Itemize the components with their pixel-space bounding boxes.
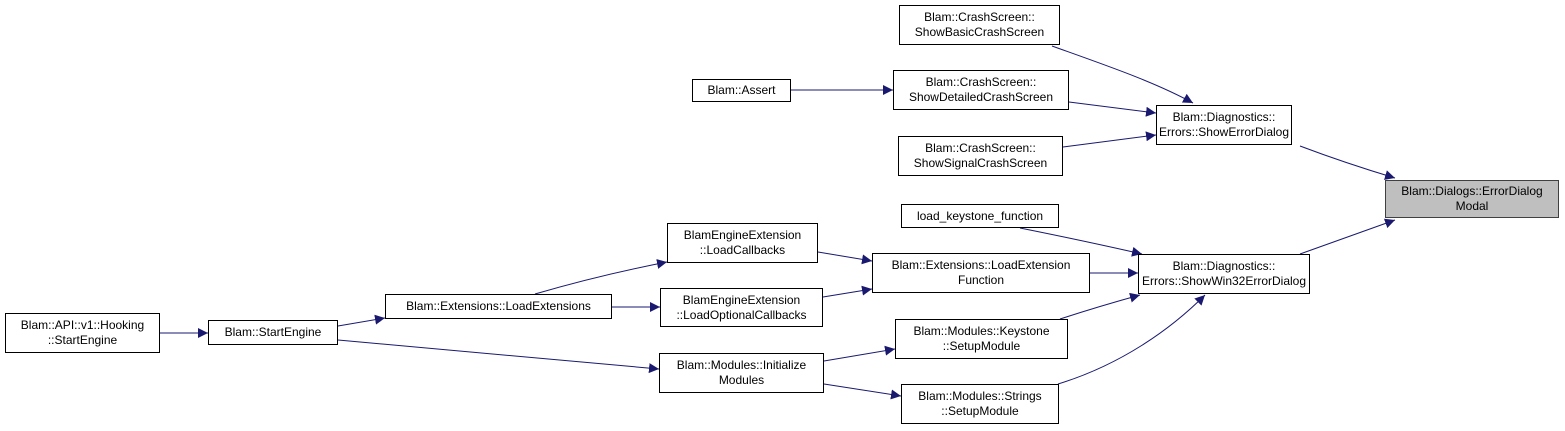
node-label-line1: Blam::API::v1::Hooking xyxy=(20,318,145,332)
edge-load-extensions-to-load-callbacks xyxy=(534,258,668,295)
node-show-signal-crash-screen[interactable]: Blam::CrashScreen:: ShowSignalCrashScree… xyxy=(898,136,1063,176)
node-label-line1: Blam::Modules::Strings xyxy=(918,389,1042,403)
node-label-line1: Blam::CrashScreen:: xyxy=(925,141,1036,155)
node-hooking-start-engine[interactable]: Blam::API::v1::Hooking ::StartEngine xyxy=(5,313,160,353)
node-label-line1: Blam::Assert xyxy=(707,83,776,97)
edge-start-engine-to-load-extensions xyxy=(337,314,386,327)
node-label-line1: Blam::Dialogs::ErrorDialog xyxy=(1401,184,1543,198)
node-show-basic-crash-screen[interactable]: Blam::CrashScreen:: ShowBasicCrashScreen xyxy=(899,5,1060,45)
edge-show-error-dialog-to-error-dialog-modal xyxy=(1299,145,1396,180)
node-label-line2: ::LoadOptionalCallbacks xyxy=(676,307,807,322)
node-label-line1: BlamEngineExtension xyxy=(683,228,802,242)
node-error-dialog-modal: Blam::Dialogs::ErrorDialog Modal xyxy=(1385,180,1559,218)
node-initialize-modules[interactable]: Blam::Modules::Initialize Modules xyxy=(659,353,824,393)
node-label-line2: ::SetupModule xyxy=(942,339,1021,353)
node-label-line2: Modules xyxy=(718,373,765,387)
node-label-line2: ::LoadCallbacks xyxy=(699,243,786,257)
node-label-line2: ShowDetailedCrashScreen xyxy=(908,90,1054,104)
node-label-line1: Blam::Modules::Initialize xyxy=(676,358,807,372)
node-label-line1: load_keystone_function xyxy=(916,208,1044,223)
edge-show-signal-crash-screen-to-show-error-dialog xyxy=(1062,131,1157,148)
node-label-line1: Blam::Diagnostics:: xyxy=(1172,110,1276,124)
node-label-line2: ShowSignalCrashScreen xyxy=(913,156,1048,170)
node-label-line2: Function xyxy=(957,273,1005,287)
node-show-win32-error-dialog[interactable]: Blam::Diagnostics:: Errors::ShowWin32Err… xyxy=(1138,254,1310,294)
edge-strings-setup-module-to-show-win32-error-dialog xyxy=(1057,294,1206,385)
edge-keystone-setup-module-to-show-win32-error-dialog xyxy=(1059,292,1141,320)
edge-start-engine-to-initialize-modules xyxy=(337,339,660,374)
edge-initialize-modules-to-strings-setup-module xyxy=(823,383,902,400)
edge-show-basic-crash-screen-to-show-error-dialog xyxy=(1051,45,1194,104)
node-label-line1: Blam::StartEngine xyxy=(224,325,322,339)
node-label-line1: Blam::Extensions::LoadExtension xyxy=(891,258,1071,272)
node-label-line1: Blam::Diagnostics:: xyxy=(1172,259,1276,273)
node-label-line2: ::StartEngine xyxy=(47,333,118,347)
node-label-line2: ::SetupModule xyxy=(941,404,1019,418)
node-show-detailed-crash-screen[interactable]: Blam::CrashScreen:: ShowDetailedCrashScr… xyxy=(893,70,1069,110)
edge-load-callbacks-to-load-extension-function xyxy=(817,251,873,265)
edge-load-optional-callbacks-to-load-extension-function xyxy=(822,285,873,298)
edge-show-detailed-crash-screen-to-show-error-dialog xyxy=(1068,101,1157,117)
node-load-optional-callbacks[interactable]: BlamEngineExtension ::LoadOptionalCallba… xyxy=(660,288,823,327)
node-label-line1: Blam::Extensions::LoadExtensions xyxy=(406,299,591,313)
node-start-engine[interactable]: Blam::StartEngine xyxy=(208,320,338,345)
node-assert[interactable]: Blam::Assert xyxy=(692,79,791,102)
edge-initialize-modules-to-keystone-setup-module xyxy=(823,345,896,362)
node-keystone-setup-module[interactable]: Blam::Modules::Keystone ::SetupModule xyxy=(895,319,1068,359)
edge-show-win32-error-dialog-to-error-dialog-modal xyxy=(1299,218,1396,255)
node-label-line1: Blam::CrashScreen:: xyxy=(925,75,1037,89)
node-strings-setup-module[interactable]: Blam::Modules::Strings ::SetupModule xyxy=(901,384,1059,424)
node-label-line1: Blam::Modules::Keystone xyxy=(913,324,1050,338)
node-load-extension-function[interactable]: Blam::Extensions::LoadExtension Function xyxy=(872,253,1090,293)
edge-load-keystone-function-to-show-win32-error-dialog xyxy=(1019,227,1143,257)
node-load-keystone-function[interactable]: load_keystone_function xyxy=(901,204,1059,228)
node-label-line2: Errors::ShowErrorDialog xyxy=(1158,125,1290,139)
node-label-line2: ShowBasicCrashScreen xyxy=(914,25,1045,39)
node-label-line2: Modal xyxy=(1455,199,1489,213)
node-label-line1: BlamEngineExtension xyxy=(682,292,801,307)
node-label-line1: Blam::CrashScreen:: xyxy=(924,10,1035,24)
node-label-line2: Errors::ShowWin32ErrorDialog xyxy=(1141,274,1307,288)
node-show-error-dialog[interactable]: Blam::Diagnostics:: Errors::ShowErrorDia… xyxy=(1156,105,1292,145)
node-load-extensions[interactable]: Blam::Extensions::LoadExtensions xyxy=(385,294,612,319)
node-load-callbacks[interactable]: BlamEngineExtension ::LoadCallbacks xyxy=(667,223,818,263)
